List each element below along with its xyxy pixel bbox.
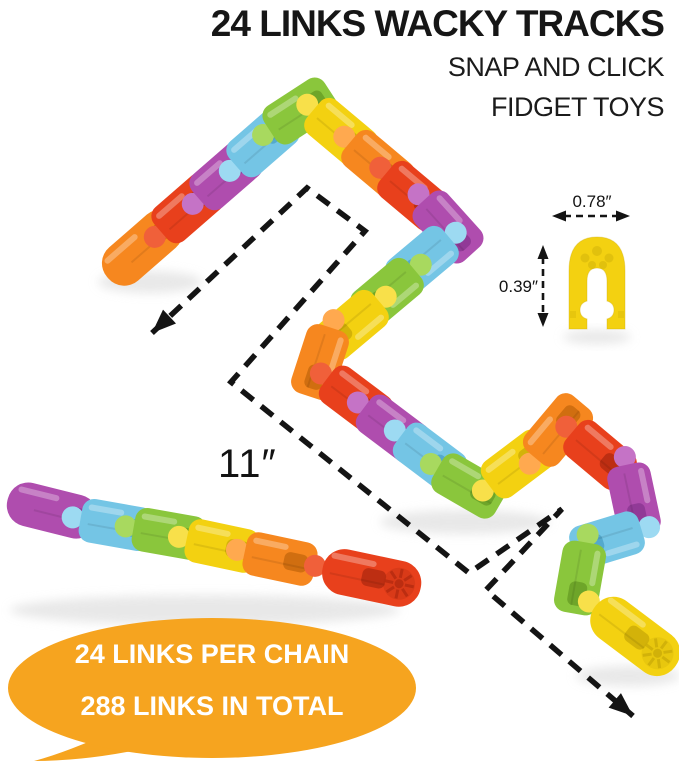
second-chain <box>6 482 422 607</box>
speech-bubble <box>8 618 416 761</box>
page-title: 24 LINKS WACKY TRACKS <box>210 3 665 44</box>
bubble-text-line-1: 24 LINKS PER CHAIN <box>74 639 350 669</box>
link-width-label: 0.78″ <box>572 192 612 211</box>
sunburst-emboss <box>641 637 674 670</box>
chain-link <box>303 549 422 607</box>
width-dimension-arrow <box>552 210 630 222</box>
subtitle-line-1: SNAP AND CLICK <box>447 52 665 82</box>
header: 24 LINKS WACKY TRACKS SNAP AND CLICK FID… <box>210 1 665 127</box>
subtitle-line-2: FIDGET TOYS <box>490 92 665 122</box>
sunburst-emboss <box>383 567 416 600</box>
chain-link <box>577 590 679 677</box>
chain-length-label: 11″ <box>218 442 277 486</box>
chain-link <box>225 532 318 586</box>
height-dimension-arrow <box>537 245 549 327</box>
bubble-text-line-2: 288 LINKS IN TOTAL <box>80 691 344 721</box>
main-chain <box>101 77 679 677</box>
measure-dashed-path <box>150 184 635 719</box>
size-reference-link <box>568 236 626 330</box>
link-height-label: 0.39″ <box>498 277 538 296</box>
